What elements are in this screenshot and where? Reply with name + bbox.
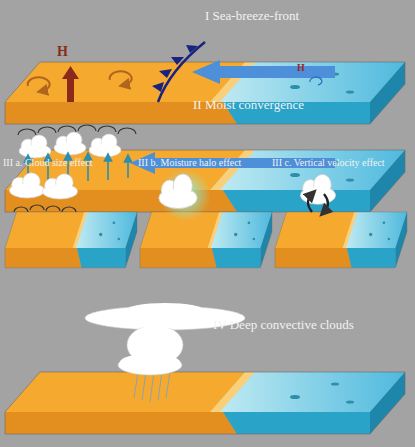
panel-title: III c. Vertical velocity effect (272, 157, 385, 168)
panel-title: III b. Moisture halo effect (138, 157, 241, 168)
panel-title: I Sea-breeze-front (205, 9, 299, 23)
high-pressure-mark: H (297, 62, 305, 73)
panel-title: IV Deep convective clouds (213, 318, 354, 332)
panel-title: II Moist convergence (193, 98, 304, 112)
high-pressure-mark: H (57, 44, 68, 59)
panel-title: III a. Cloud size effect (3, 157, 93, 168)
